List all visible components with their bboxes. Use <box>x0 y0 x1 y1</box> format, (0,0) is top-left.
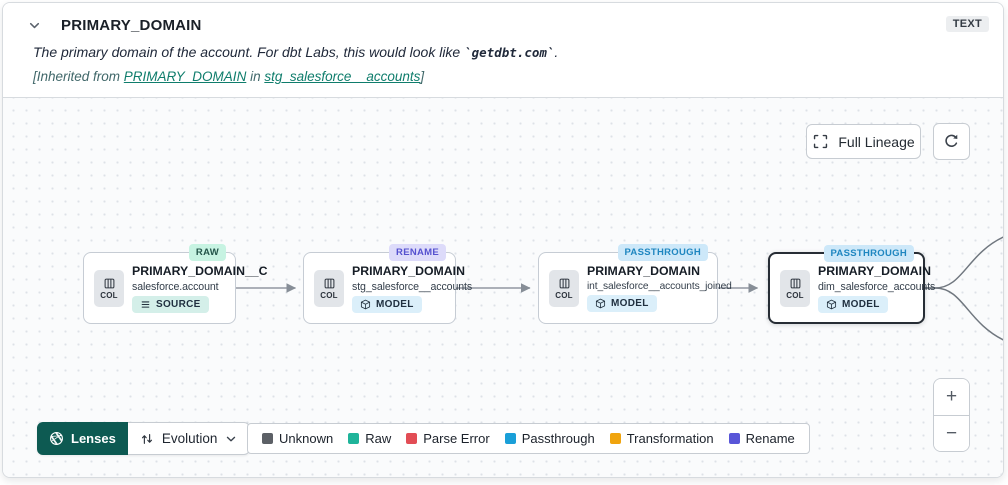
model-icon <box>360 299 371 309</box>
full-lineage-label: Full Lineage <box>838 133 915 150</box>
node-type-badge: MODEL <box>587 295 657 312</box>
full-lineage-button[interactable]: Full Lineage <box>806 124 921 159</box>
status-tag: RENAME <box>389 244 446 261</box>
expand-icon <box>814 134 828 149</box>
lenses-button[interactable]: Lenses <box>37 422 128 455</box>
legend-item: Transformation <box>609 431 714 446</box>
lens-legend: Unknown Raw Parse Error Passthrough Tran… <box>247 423 810 454</box>
node-title: PRIMARY_DOMAIN <box>818 263 931 278</box>
model-icon <box>826 299 837 309</box>
col-label: COL <box>786 290 804 300</box>
column-description: The primary domain of the account. For d… <box>33 44 559 60</box>
node-subtitle: dim_salesforce_accounts <box>818 280 936 293</box>
legend-item: Rename <box>728 431 795 446</box>
columns-icon <box>104 278 114 288</box>
model-icon <box>595 298 606 309</box>
legend-item: Parse Error <box>406 431 490 446</box>
legend-swatch <box>504 433 516 444</box>
node-title: PRIMARY_DOMAIN <box>587 264 700 278</box>
col-label: COL <box>320 290 338 300</box>
node-type-badge: MODEL <box>818 295 888 313</box>
column-header: PRIMARY_DOMAIN TEXT The primary domain o… <box>3 3 1003 97</box>
column-chip: COL <box>314 269 344 307</box>
node-subtitle: stg_salesforce__accounts <box>352 280 473 293</box>
inherited-model-link[interactable]: stg_salesforce__accounts <box>264 69 421 84</box>
lineage-canvas[interactable]: Full Lineage RAW COL PRIMARY_DOMAIN__C s… <box>3 97 1003 477</box>
zoom-out-button[interactable]: − <box>934 415 969 451</box>
node-type-badge: MODEL <box>352 295 422 313</box>
source-icon <box>141 300 150 308</box>
column-chip: COL <box>780 269 810 307</box>
lineage-node-intermediate[interactable]: PASSTHROUGH COL PRIMARY_DOMAIN int_sales… <box>538 244 732 324</box>
lineage-node-dimension[interactable]: PASSTHROUGH COL PRIMARY_DOMAIN dim_sales… <box>768 245 935 324</box>
refresh-button[interactable] <box>933 123 970 160</box>
legend-swatch <box>609 433 621 444</box>
zoom-in-button[interactable]: + <box>934 379 969 416</box>
evolution-icon <box>141 433 152 444</box>
node-title: PRIMARY_DOMAIN__C <box>132 263 268 278</box>
legend-swatch <box>406 433 418 444</box>
column-type-badge: TEXT <box>945 16 989 32</box>
node-subtitle: int_salesforce__accounts_joined <box>587 281 732 292</box>
node-title: PRIMARY_DOMAIN <box>352 263 465 278</box>
status-tag: PASSTHROUGH <box>823 245 914 262</box>
refresh-icon <box>945 134 958 147</box>
legend-swatch <box>348 433 360 444</box>
status-tag: RAW <box>188 244 226 261</box>
column-chip: COL <box>94 269 124 307</box>
zoom-controls: + − <box>933 378 970 452</box>
columns-icon <box>790 278 800 288</box>
inherited-note: [Inherited from PRIMARY_DOMAIN in stg_sa… <box>33 69 425 84</box>
collapse-chevron-icon[interactable] <box>25 16 43 34</box>
node-type-badge: SOURCE <box>132 295 209 313</box>
lineage-node-source[interactable]: RAW COL PRIMARY_DOMAIN__C salesforce.acc… <box>83 244 268 324</box>
lenses-control: Lenses Evolution <box>37 422 251 455</box>
columns-icon <box>559 278 569 288</box>
inherited-column-link[interactable]: PRIMARY_DOMAIN <box>123 69 247 84</box>
columns-icon <box>324 278 334 288</box>
legend-swatch <box>262 433 273 444</box>
col-label: COL <box>555 290 573 300</box>
legend-item: Raw <box>348 431 391 446</box>
selected-lens-label: Evolution <box>161 431 218 446</box>
column-chip: COL <box>549 269 579 307</box>
legend-item: Passthrough <box>504 431 595 446</box>
column-lineage-panel: PRIMARY_DOMAIN TEXT The primary domain o… <box>2 2 1004 478</box>
legend-swatch <box>728 433 740 444</box>
legend-item: Unknown <box>262 431 333 446</box>
inline-code: `getdbt.com` <box>464 45 555 60</box>
col-label: COL <box>100 290 118 300</box>
chevron-down-icon <box>227 436 236 441</box>
lens-dropdown[interactable]: Evolution <box>127 422 251 455</box>
lenses-label: Lenses <box>71 431 116 446</box>
status-tag: PASSTHROUGH <box>617 244 708 261</box>
page-title: PRIMARY_DOMAIN <box>61 16 202 34</box>
node-subtitle: salesforce.account <box>132 280 219 293</box>
lineage-node-staging[interactable]: RENAME COL PRIMARY_DOMAIN stg_salesforce… <box>303 244 472 324</box>
aperture-icon <box>50 432 63 445</box>
